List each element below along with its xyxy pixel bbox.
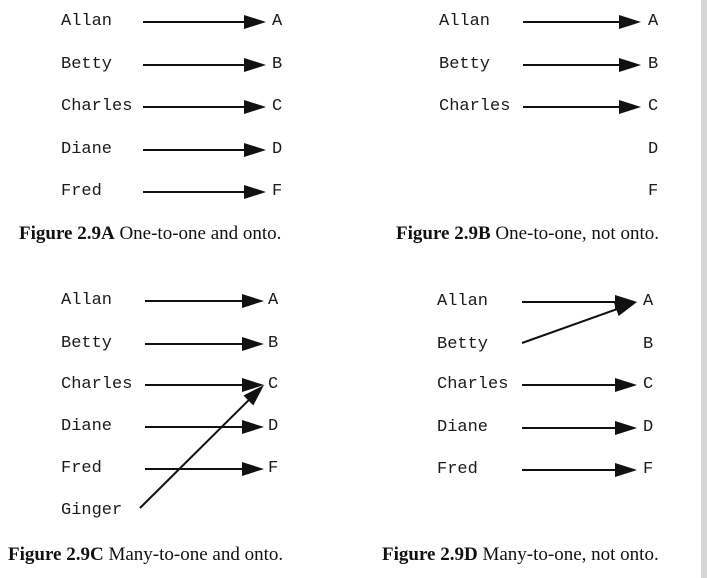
arrowhead <box>242 420 264 434</box>
codomain-label: B <box>268 334 279 353</box>
page-edge <box>701 0 707 578</box>
codomain-label: A <box>648 12 659 31</box>
codomain-label: F <box>272 182 283 201</box>
codomain-label: F <box>643 460 654 479</box>
arrowhead <box>242 378 264 392</box>
codomain-label: B <box>272 55 283 74</box>
codomain-label: D <box>648 140 659 159</box>
domain-label: Fred <box>61 459 102 478</box>
domain-label: Charles <box>439 97 511 116</box>
codomain-label: A <box>272 12 283 31</box>
arrowhead <box>242 462 264 476</box>
caption-label: Figure 2.9B <box>396 223 491 244</box>
domain-label: Charles <box>61 375 133 394</box>
figure-caption: Figure 2.9B One-to-one, not onto. <box>396 223 659 245</box>
caption-label: Figure 2.9A <box>19 223 115 244</box>
domain-label: Diane <box>437 418 489 437</box>
domain-label: Allan <box>439 12 491 31</box>
codomain-label: B <box>643 335 654 354</box>
arrowhead <box>244 143 266 157</box>
arrowhead <box>613 302 637 316</box>
codomain-label: D <box>643 418 654 437</box>
arrowhead <box>243 385 264 406</box>
codomain-label: A <box>268 291 279 310</box>
arrowhead <box>619 100 641 114</box>
domain-label: Diane <box>61 417 113 436</box>
domain-label: Diane <box>61 140 113 159</box>
arrowhead <box>244 100 266 114</box>
arrowhead <box>615 463 637 477</box>
caption-label: Figure 2.9D <box>382 544 478 565</box>
codomain-label: D <box>268 417 279 436</box>
codomain-label: D <box>272 140 283 159</box>
codomain-label: B <box>648 55 659 74</box>
codomain-label: C <box>272 97 283 116</box>
arrowhead <box>619 15 641 29</box>
codomain-label: C <box>648 97 659 116</box>
arrowhead <box>615 421 637 435</box>
mapping-arrow-line <box>139 398 251 509</box>
codomain-label: A <box>643 292 654 311</box>
arrowhead <box>244 58 266 72</box>
caption-label: Figure 2.9C <box>8 544 104 565</box>
arrowhead <box>244 15 266 29</box>
domain-label: Allan <box>61 12 113 31</box>
arrowhead <box>242 294 264 308</box>
domain-label: Allan <box>437 292 489 311</box>
caption-text: Many-to-one, not onto. <box>477 544 659 565</box>
arrowhead <box>619 58 641 72</box>
mapping-arrow-line <box>521 307 619 344</box>
figure-2-9b: Allan Betty Charles A B C D F Figure 2.9… <box>0 0 707 260</box>
figure-caption: Figure 2.9C Many-to-one and onto. <box>8 544 283 566</box>
caption-text: One-to-one, not onto. <box>490 223 659 244</box>
figure-caption: Figure 2.9A One-to-one and onto. <box>19 223 281 245</box>
figure-2-9a: Allan Betty Charles Diane Fred A B C D F… <box>0 0 350 260</box>
caption-text: One-to-one and onto. <box>114 223 282 244</box>
domain-label: Betty <box>437 335 489 354</box>
domain-label: Fred <box>437 460 478 479</box>
domain-label: Betty <box>61 334 113 353</box>
arrowhead <box>242 337 264 351</box>
codomain-label: C <box>268 375 279 394</box>
codomain-label: F <box>268 459 279 478</box>
codomain-label: F <box>648 182 659 201</box>
figure-caption: Figure 2.9D Many-to-one, not onto. <box>382 544 659 566</box>
domain-label: Fred <box>61 182 102 201</box>
arrowhead <box>244 185 266 199</box>
codomain-label: C <box>643 375 654 394</box>
caption-text: Many-to-one and onto. <box>103 544 284 565</box>
domain-label: Ginger <box>61 501 123 520</box>
figure-2-9c: Allan Betty Charles Diane Fred Ginger A … <box>0 0 350 578</box>
domain-label: Allan <box>61 291 113 310</box>
domain-label: Charles <box>437 375 509 394</box>
domain-label: Charles <box>61 97 133 116</box>
domain-label: Betty <box>61 55 113 74</box>
arrowhead <box>615 378 637 392</box>
domain-label: Betty <box>439 55 491 74</box>
